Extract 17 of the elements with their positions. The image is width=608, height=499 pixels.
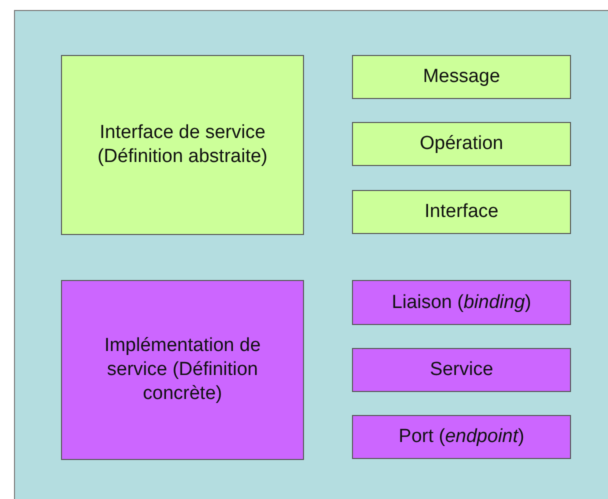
component-box — [352, 190, 571, 234]
background-panel — [14, 10, 608, 499]
component-box — [352, 415, 571, 459]
component-box — [352, 122, 571, 166]
component-label: Service — [430, 358, 494, 382]
component-label: Port (endpoint) — [398, 425, 524, 449]
section-box — [61, 280, 304, 460]
component-box — [352, 55, 571, 99]
section-box — [61, 55, 304, 235]
component-label: Message — [422, 65, 500, 89]
component-box — [352, 280, 571, 325]
component-label: Liaison (binding) — [392, 290, 532, 314]
component-box — [352, 348, 571, 392]
component-label: Opération — [420, 132, 504, 156]
section-title: Implémentation de service (Définition concrète) — [103, 334, 262, 406]
section-title: Interface de service (Définition abstraite) — [96, 121, 269, 169]
component-label: Interface — [424, 200, 498, 224]
